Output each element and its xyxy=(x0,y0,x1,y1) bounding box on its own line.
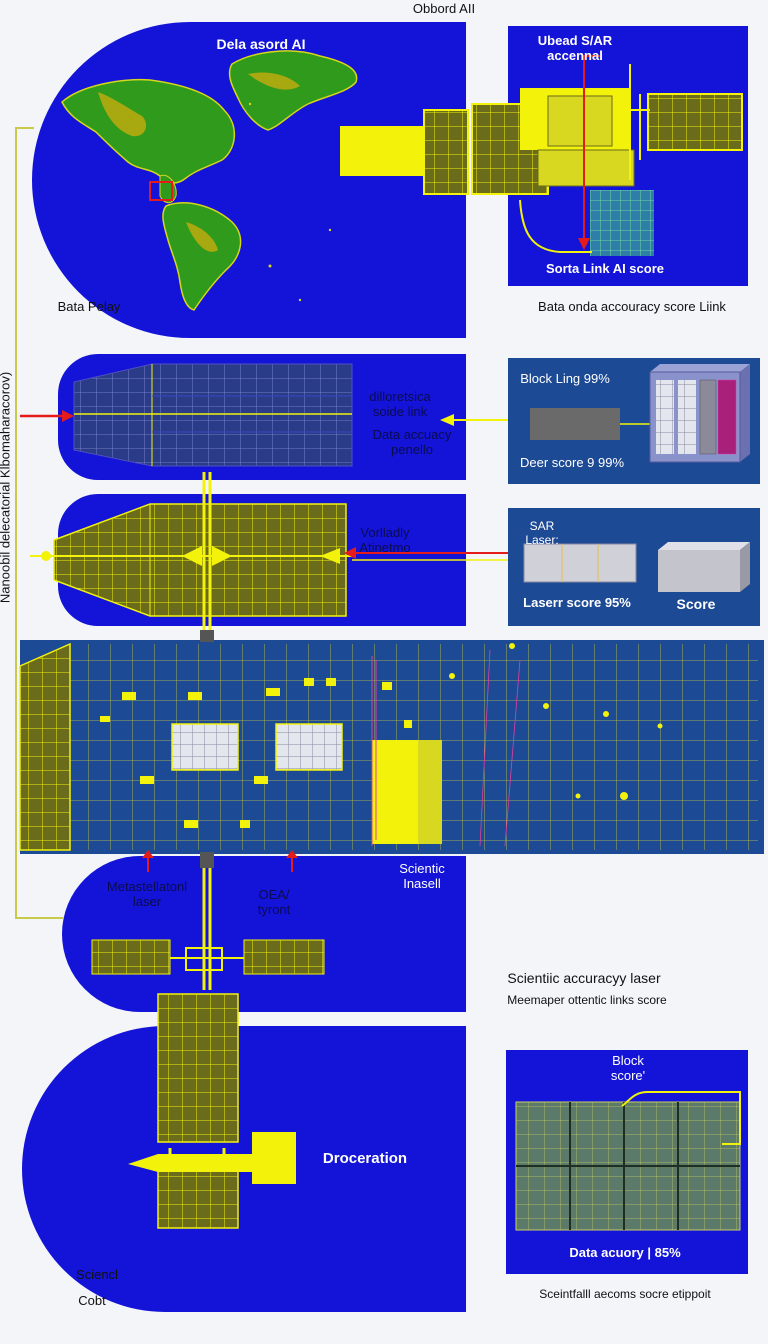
block-score-grid xyxy=(515,1091,741,1231)
scientifall-label: Sceintfalll aecoms socre etippoit xyxy=(539,1287,711,1301)
droceration-satellite xyxy=(128,993,296,1229)
metastellation-label: Metastellatonl laser xyxy=(106,879,188,909)
diff-link-label: dilloretsica soide link xyxy=(369,389,431,419)
meemaper-label: Meemaper ottentic links score xyxy=(507,993,667,1007)
mast-lower xyxy=(202,852,212,990)
vertiadly-label: Vorlladly Atinetmo xyxy=(359,525,411,555)
data-accuracy-penalty-label: Data accuacy penello xyxy=(372,427,452,457)
mast xyxy=(202,472,212,640)
deer-score-label: Deer score 9 99% xyxy=(519,455,625,470)
bata-pelay-label: Bata Pelay xyxy=(57,299,121,314)
link-solar-array xyxy=(73,363,353,467)
block-ling-bar xyxy=(530,408,620,440)
top-satellite xyxy=(340,55,743,256)
sciencl-label: Sciencl xyxy=(76,1267,118,1282)
server-rack xyxy=(649,364,750,463)
laser-score-label: Laserr score 95% xyxy=(523,595,631,610)
world-map xyxy=(61,50,358,311)
scientific-insell-label: Scientic Inasell xyxy=(399,861,445,891)
droceration-label: Droceration xyxy=(322,1150,408,1167)
top-title: Obbord AII xyxy=(412,1,476,16)
laser-solar-wings xyxy=(91,939,325,975)
data-acuory-label: Data acuory | 85% xyxy=(569,1245,681,1260)
antenna-solar-array xyxy=(30,503,352,617)
score-box xyxy=(658,542,750,592)
ubead-sar-label: Ubead S/AR accennal xyxy=(537,33,613,63)
sar-laser-label: SAR Laser: xyxy=(525,519,559,547)
sorta-link-label: Sorta Link AI score xyxy=(546,261,664,276)
side-vertical-text: Nanoobil delecatorial Klbomaharacorov) xyxy=(0,371,13,604)
main-solar-array xyxy=(19,642,758,872)
data-onda-label: Bata onda accouracy score Liink xyxy=(538,299,726,314)
sar-laser-bar xyxy=(523,543,637,583)
cobt-label: Cobt xyxy=(78,1293,106,1308)
left-frame-line xyxy=(15,127,64,919)
laser-panel xyxy=(62,856,466,1012)
sci-accuracy-laser-label: Scientiic accuracyy laser xyxy=(507,970,661,986)
oea-tyront-label: OEA/ tyront xyxy=(257,887,291,917)
score-label: Score xyxy=(676,596,716,612)
block-score-label: Block score' xyxy=(610,1053,646,1083)
block-ling-label: Block Ling 99% xyxy=(520,371,610,386)
data-board-label: Dela asord AI xyxy=(216,36,306,52)
